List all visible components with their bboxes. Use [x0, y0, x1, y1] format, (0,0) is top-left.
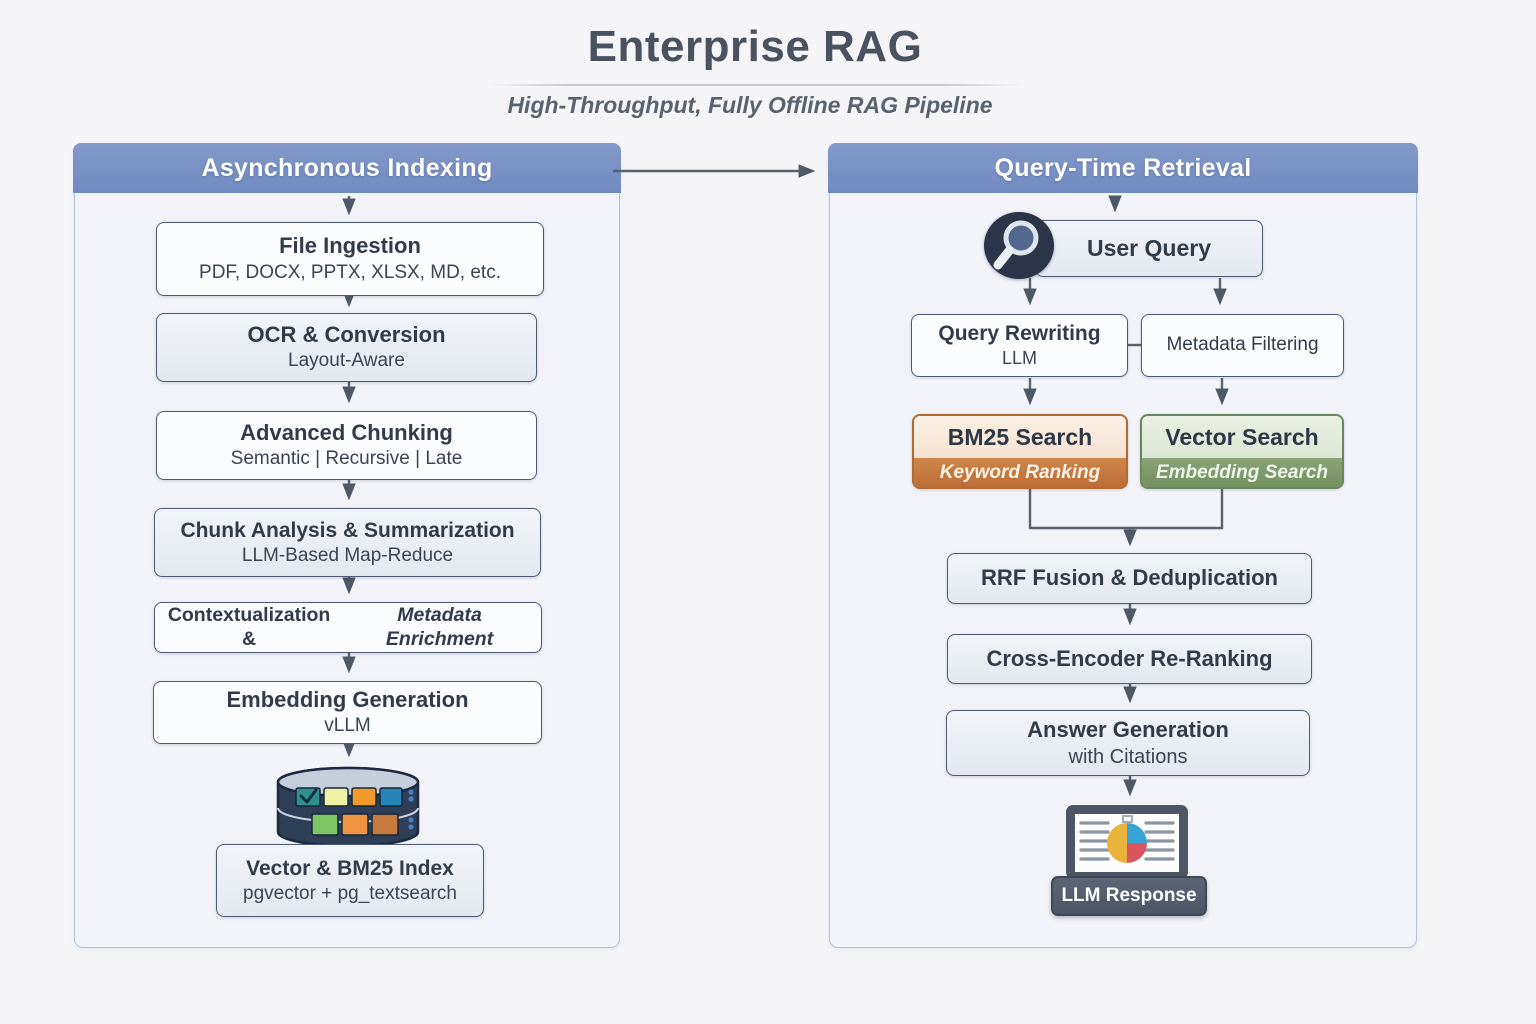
indexing-panel-header: Asynchronous Indexing [73, 143, 621, 194]
page-subtitle: High-Throughput, Fully Offline RAG Pipel… [507, 92, 993, 118]
retrieval-panel-header: Query-Time Retrieval [828, 143, 1418, 194]
llm-response-plate: LLM Response [1051, 876, 1207, 916]
ocr-title: OCR & Conversion [247, 321, 446, 347]
embedding-subtitle: vLLM [324, 715, 371, 737]
node-user-query: User Query [1035, 220, 1263, 277]
query-rewriting-title: Query Rewriting [938, 322, 1101, 346]
index-store-subtitle: pgvector + pg_textsearch [243, 882, 457, 904]
index-store-title: Vector & BM25 Index [246, 856, 454, 880]
node-bm25-search: BM25 Search Keyword Ranking [912, 414, 1128, 489]
node-embedding-generation: Embedding Generation vLLM [153, 681, 542, 744]
contextualization-emphasis: Metadata Enrichment [385, 604, 494, 650]
llm-response-label: LLM Response [1061, 885, 1197, 906]
node-vector-search: Vector Search Embedding Search [1140, 414, 1344, 489]
analysis-subtitle: LLM-Based Map-Reduce [241, 544, 454, 566]
cross-encoder-label: Cross-Encoder Re-Ranking [986, 645, 1273, 671]
contextualization-title: Contextualization & [167, 604, 331, 650]
bm25-title: BM25 Search [914, 416, 1126, 458]
query-rewriting-subtitle: LLM [1001, 348, 1037, 369]
laptop-report-icon [1066, 805, 1188, 879]
rrf-fusion-label: RRF Fusion & Deduplication [981, 565, 1278, 591]
chunking-subtitle: Semantic | Recursive | Late [230, 448, 463, 470]
node-advanced-chunking: Advanced Chunking Semantic | Recursive |… [156, 411, 537, 480]
user-query-label: User Query [1086, 234, 1211, 261]
vector-subtitle: Embedding Search [1142, 458, 1342, 487]
node-rrf-fusion: RRF Fusion & Deduplication [947, 553, 1312, 604]
node-file-ingestion: File Ingestion PDF, DOCX, PPTX, XLSX, MD… [156, 222, 544, 296]
embedding-title: Embedding Generation [226, 686, 469, 712]
bm25-subtitle: Keyword Ranking [914, 458, 1126, 487]
node-vector-bm25-index: Vector & BM25 Index pgvector + pg_textse… [216, 844, 484, 917]
title-divider [488, 84, 1023, 86]
magnifier-icon [984, 212, 1054, 279]
answer-generation-subtitle: with Citations [1068, 746, 1188, 769]
node-chunk-analysis: Chunk Analysis & Summarization LLM-Based… [154, 508, 541, 577]
node-ocr-conversion: OCR & Conversion Layout-Aware [156, 313, 537, 382]
analysis-title: Chunk Analysis & Summarization [180, 518, 515, 542]
node-query-rewriting: Query Rewriting LLM [911, 314, 1128, 377]
node-metadata-filtering: Metadata Filtering [1141, 314, 1344, 377]
node-contextualization: Contextualization & Metadata Enrichment [154, 602, 542, 653]
vector-title: Vector Search [1142, 416, 1342, 458]
metadata-filtering-label: Metadata Filtering [1166, 334, 1319, 356]
ocr-subtitle: Layout-Aware [288, 350, 405, 372]
file-ingestion-subtitle: PDF, DOCX, PPTX, XLSX, MD, etc. [199, 261, 501, 283]
page-title: Enterprise RAG [587, 22, 923, 71]
file-ingestion-title: File Ingestion [279, 233, 421, 259]
chunking-title: Advanced Chunking [240, 419, 453, 445]
node-answer-generation: Answer Generation with Citations [946, 710, 1310, 776]
node-cross-encoder: Cross-Encoder Re-Ranking [947, 634, 1312, 684]
answer-generation-title: Answer Generation [1027, 716, 1229, 742]
database-icon [276, 766, 420, 848]
